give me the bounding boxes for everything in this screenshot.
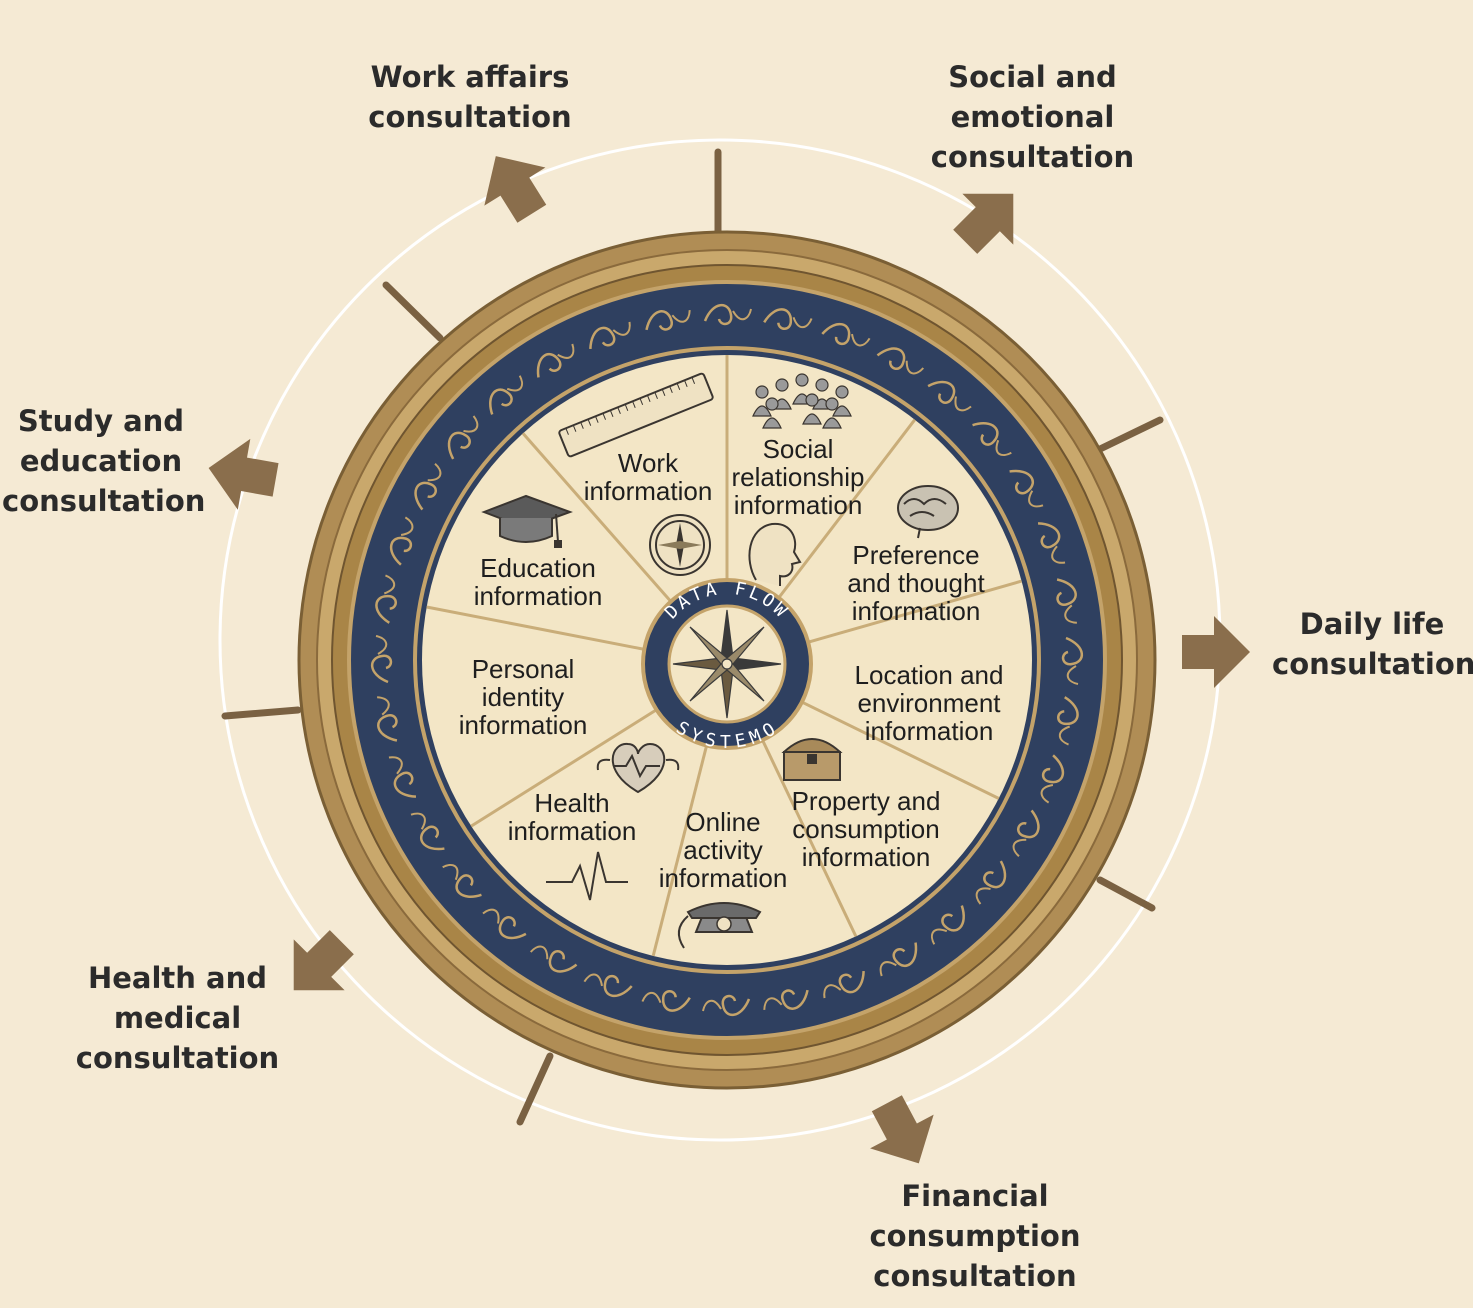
daily-life-consultation-label: Daily life consultation [1272, 607, 1473, 681]
ring-tick [382, 281, 444, 342]
head-profile-icon [748, 522, 802, 586]
daily-life-arrow [1182, 616, 1250, 688]
consultation-arrows [208, 156, 1250, 1164]
ruler-icon [558, 372, 714, 458]
segment-dividers [426, 355, 1023, 957]
ring-tick [1096, 876, 1156, 912]
compass-rose-icon [672, 609, 782, 719]
heartbeat-icon [546, 742, 680, 901]
band-ornaments [371, 304, 1083, 1016]
social-and-emotional-consultation-label: Social and emotional consultation [930, 60, 1135, 174]
ring-tick [1094, 416, 1164, 454]
ring-tick [516, 1052, 554, 1126]
social-emotional-arrow [953, 193, 1014, 254]
health-medical-arrow [293, 930, 354, 991]
telephone-icon [677, 902, 762, 949]
treasure-chest-icon [781, 738, 843, 781]
study-education-arrow [208, 438, 279, 510]
compass-icon [649, 514, 711, 576]
brain-icon [897, 485, 959, 539]
work-affairs-arrow [484, 156, 547, 223]
financial-arrow [870, 1095, 934, 1164]
segment-icons [481, 372, 959, 949]
center-medallion: DATA FLOW SYSTEMO [641, 578, 813, 753]
work-affairs-consultation-label: Work affairs consultation [368, 60, 572, 134]
ring-tick [221, 706, 302, 720]
people-icon [752, 373, 852, 429]
outer-ring-ticks [221, 148, 1164, 1126]
study-and-education-consultation-label: Study and education consultation [2, 404, 206, 518]
health-and-medical-consultation-label: Health and medical consultation [75, 961, 280, 1075]
graduation-cap-icon [481, 494, 573, 548]
financial-consumption-consultation-label: Financial consumption consultation [869, 1179, 1081, 1293]
